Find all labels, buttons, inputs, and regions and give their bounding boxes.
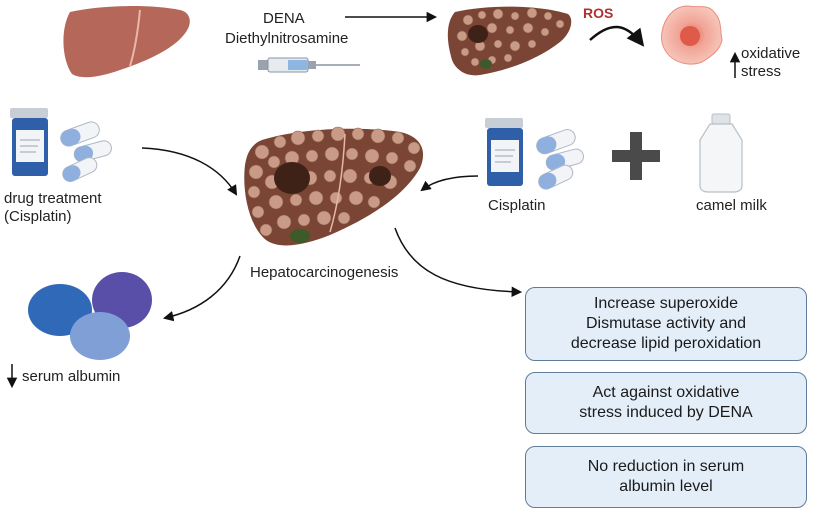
stress-label: stress (741, 63, 782, 80)
diethylnitrosamine-label: Diethylnitrosamine (225, 30, 349, 47)
outcome-box-serum-albumin: No reduction in serum albumin level (525, 446, 807, 508)
dena-label: DENA (263, 10, 305, 27)
arrow-liver-to-outcomes (394, 227, 523, 298)
camel-milk-bottle-icon (699, 113, 743, 193)
camel-milk-label: camel milk (696, 197, 767, 214)
cisplatin-bottle-right-icon (485, 118, 523, 186)
hepatocarcinogenesis-label: Hepatocarcinogenesis (250, 264, 399, 281)
cisplatin-label: Cisplatin (488, 197, 546, 214)
syringe-icon (258, 57, 360, 73)
cisplatin-bottle-left-icon (10, 108, 48, 176)
arrow-drug-to-liver (141, 147, 238, 196)
ros-label: ROS (583, 5, 614, 21)
serum-albumin-label: serum albumin (22, 368, 121, 385)
oxidative-label: oxidative (741, 45, 801, 62)
diseased-liver-small-icon (447, 6, 572, 76)
arrow-ros (589, 25, 645, 47)
capsules-left-icon (60, 121, 112, 182)
diseased-liver-large-icon (244, 126, 424, 246)
plus-icon (612, 132, 660, 180)
outcome-box-oxidative-stress: Act against oxidative stress induced by … (525, 372, 807, 434)
arrow-combo-to-liver (420, 175, 479, 192)
healthy-liver-icon (63, 6, 190, 78)
serum-albumin-protein-icon (28, 272, 152, 360)
capsules-right-icon (536, 129, 584, 190)
arrow-liver-to-albumin (162, 255, 241, 322)
outcome-box-superoxide: Increase superoxide Dismutase activity a… (525, 287, 807, 361)
stressed-cell-icon (661, 5, 723, 65)
drug-treatment-cisplatin-label: (Cisplatin) (4, 208, 72, 225)
drug-treatment-label: drug treatment (4, 190, 102, 207)
